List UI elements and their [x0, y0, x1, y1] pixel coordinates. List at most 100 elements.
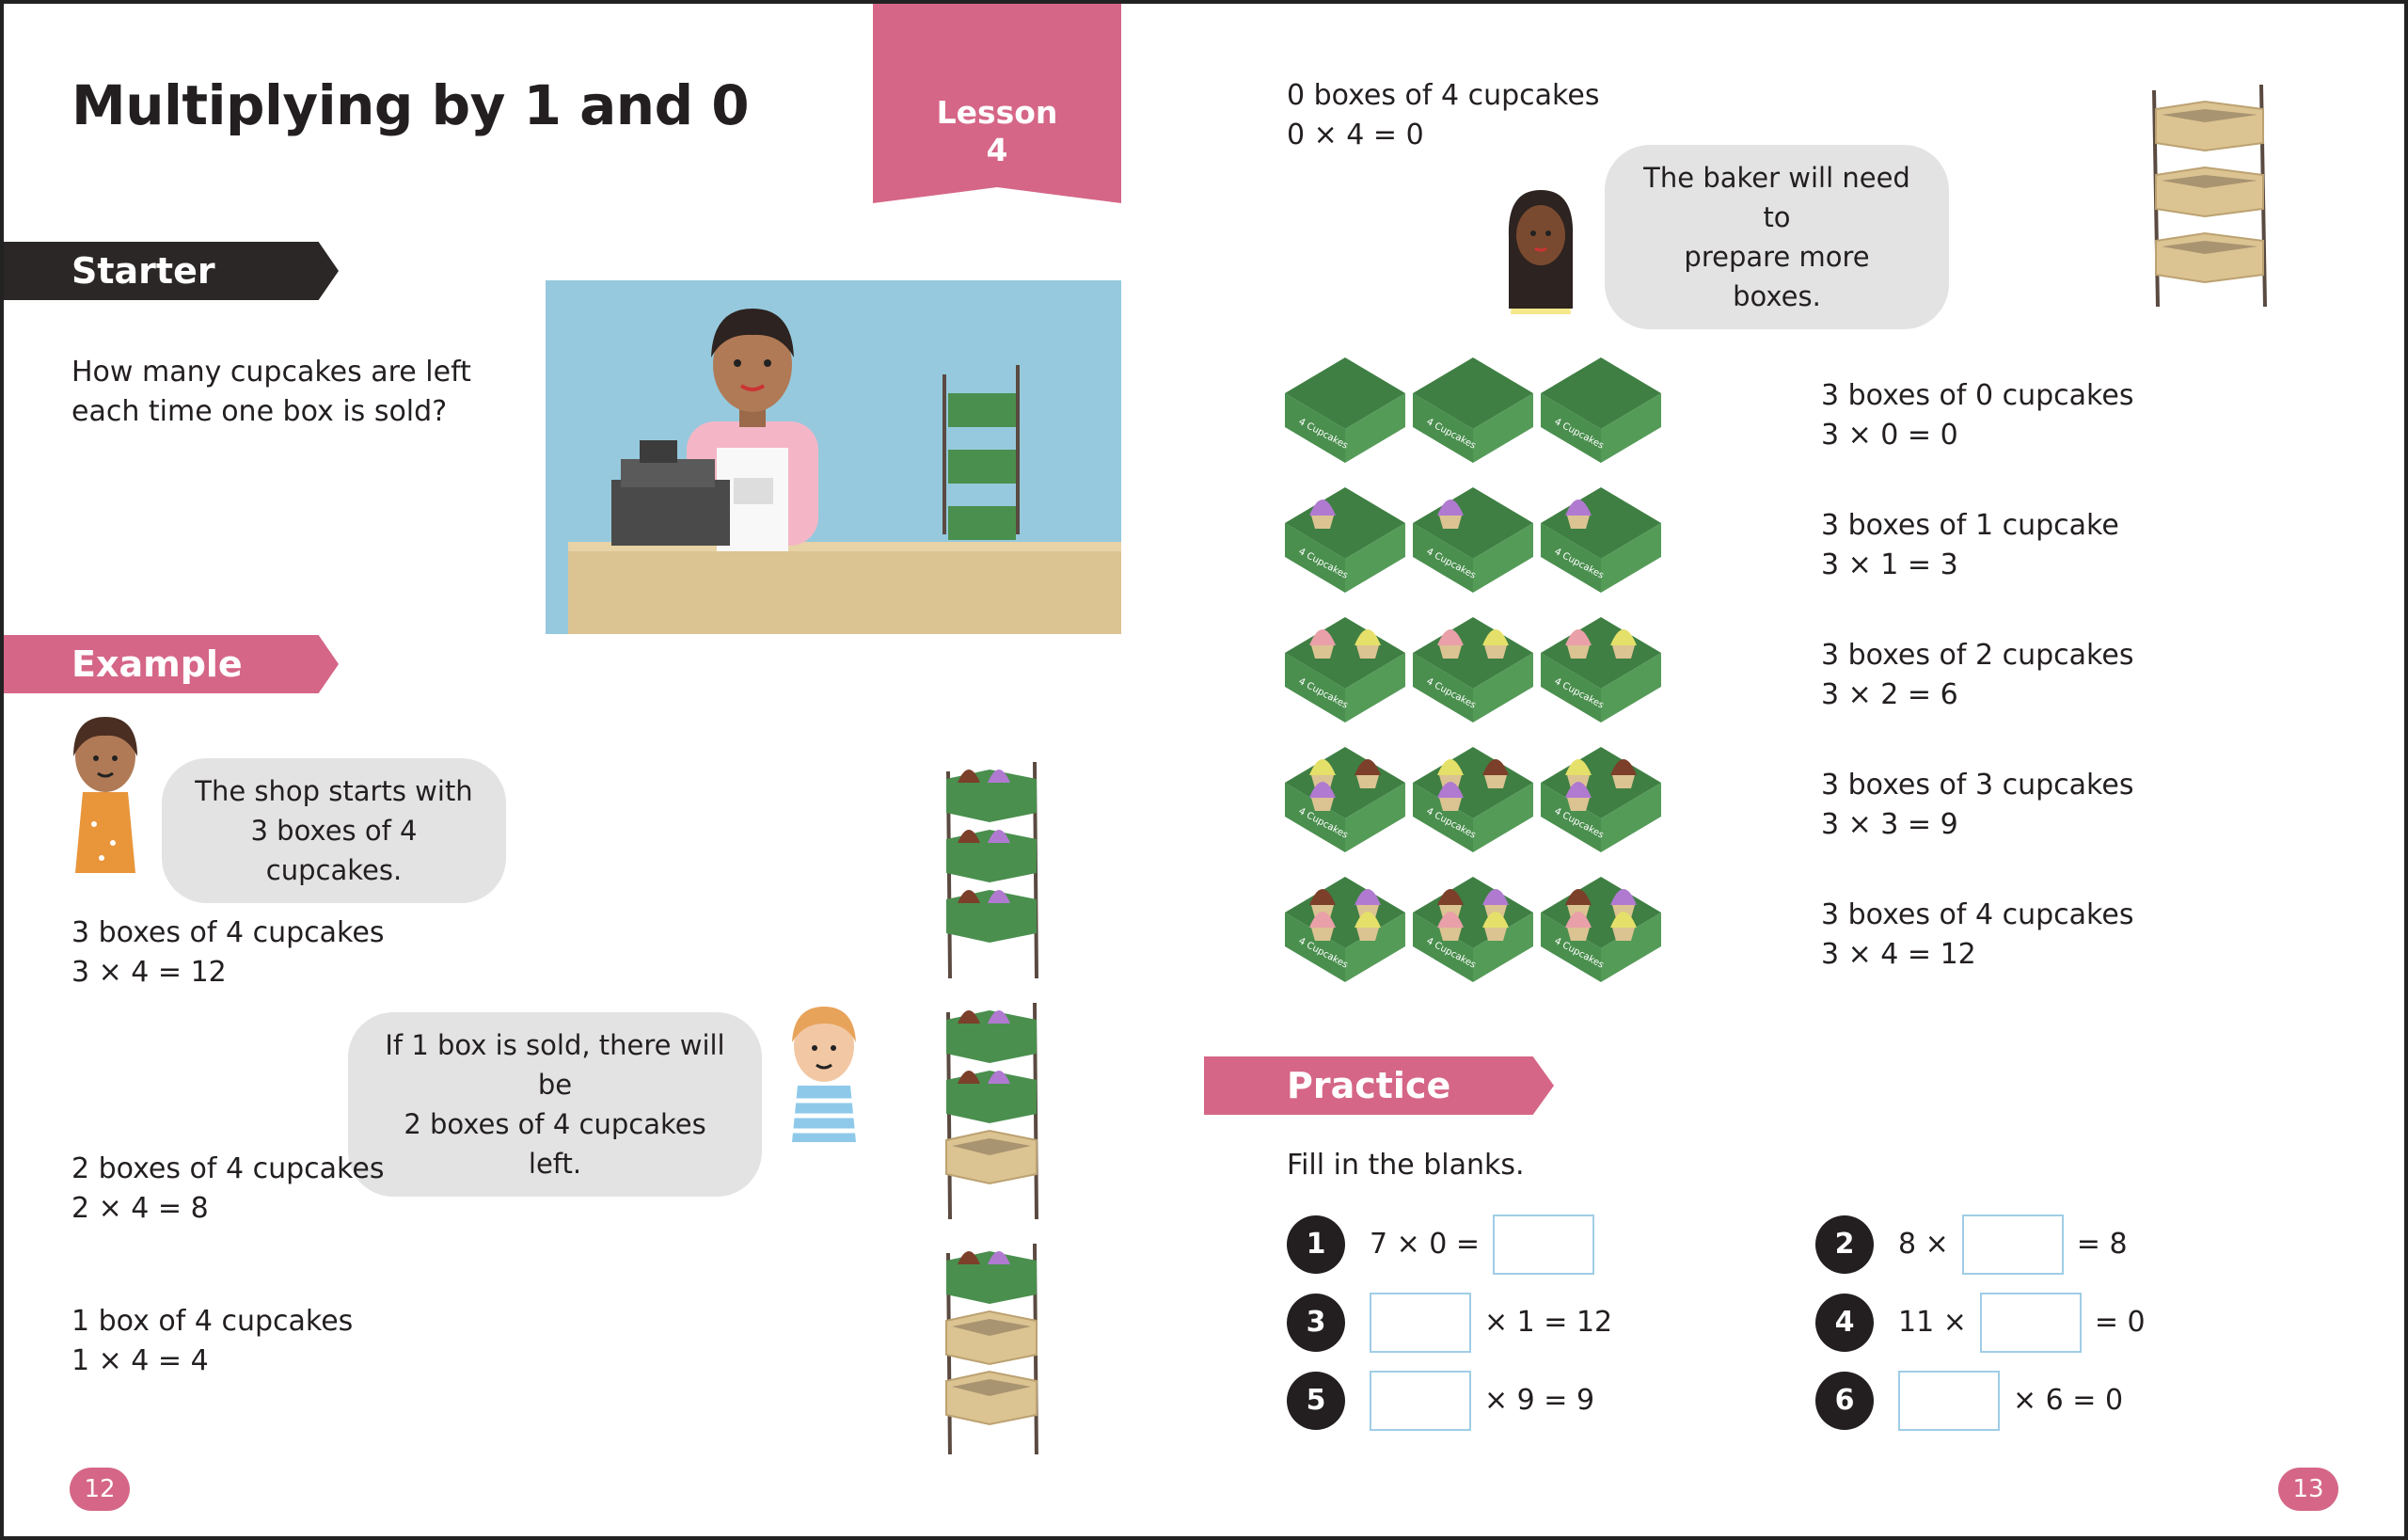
- girl-avatar: [73, 717, 137, 873]
- cupcake-box: 4 Cupcakes: [1541, 617, 1661, 722]
- question-text: 8 ×: [1898, 1228, 1949, 1261]
- lesson-label: Lesson: [936, 94, 1058, 131]
- cupcake-stand: [945, 1002, 1038, 1220]
- step-equation: 3 × 4 = 12: [71, 956, 227, 989]
- cupcake-stands-column: [945, 761, 1038, 1454]
- cupcake-box: 4 Cupcakes: [1285, 357, 1405, 463]
- practice-banner: Practice: [1204, 1056, 1554, 1115]
- bubble-line: 2 boxes of 4 cupcakes left.: [404, 1108, 706, 1180]
- cupcake-box: 4 Cupcakes: [1285, 487, 1405, 593]
- box-row-text: 3 boxes of 4 cupcakes 3 × 4 = 12: [1821, 896, 2133, 975]
- cupcake: [1482, 759, 1509, 788]
- lesson-number: 4: [986, 132, 1008, 168]
- practice-question-1: 1 7 × 0 =: [1287, 1215, 1595, 1275]
- step-equation: 2 × 4 = 8: [71, 1192, 209, 1225]
- practice-instruction: Fill in the blanks.: [1287, 1149, 1525, 1182]
- cupcake: [1565, 912, 1592, 941]
- row-text: 3 boxes of 4 cupcakes: [1821, 898, 2134, 931]
- question-number: 4: [1815, 1294, 1874, 1352]
- cupcake-box: 4 Cupcakes: [1285, 617, 1405, 722]
- row-equation: 3 × 1 = 3: [1821, 548, 1958, 581]
- row-equation: 3 × 3 = 9: [1821, 808, 1958, 841]
- question-text: 7 × 0 =: [1370, 1228, 1481, 1261]
- cupcake-stand: [946, 761, 1038, 979]
- cupcake: [1482, 912, 1509, 941]
- practice-heading: Practice: [1287, 1065, 1451, 1106]
- row-equation: 3 × 2 = 6: [1821, 678, 1958, 711]
- cupcake: [1354, 759, 1381, 788]
- cupcake: [1610, 759, 1637, 788]
- bubble-line: prepare more boxes.: [1684, 241, 1870, 312]
- step-text: 0 boxes of 4 cupcakes: [1287, 79, 1600, 112]
- boy-avatar: [792, 1007, 856, 1142]
- woman-avatar: [1508, 190, 1574, 314]
- cupcake-box: 4 Cupcakes: [1541, 877, 1661, 982]
- speech-bubble: The shop starts with 3 boxes of 4 cupcak…: [162, 758, 506, 903]
- practice-question-2: 2 8 × = 8: [1815, 1215, 2128, 1275]
- cupcake-box: 4 Cupcakes: [1413, 877, 1533, 982]
- step-text: 3 boxes of 4 cupcakes: [71, 916, 385, 949]
- question-text: × 6 = 0: [2013, 1384, 2124, 1417]
- starter-banner: Starter: [4, 242, 339, 300]
- practice-question-4: 4 11 × = 0: [1815, 1293, 2146, 1353]
- cupcake-box: 4 Cupcakes: [1541, 747, 1661, 852]
- cupcake: [1610, 629, 1637, 659]
- starter-question-line: How many cupcakes are left: [71, 356, 471, 389]
- row-equation: 3 × 4 = 12: [1821, 938, 1976, 971]
- row-text: 3 boxes of 3 cupcakes: [1821, 769, 2134, 802]
- question-text: = 8: [2076, 1228, 2128, 1261]
- cupcake-box: 4 Cupcakes: [1541, 487, 1661, 593]
- question-number: 2: [1815, 1215, 1874, 1274]
- row-text: 3 boxes of 1 cupcake: [1821, 509, 2119, 542]
- cupcake-box: 4 Cupcakes: [1285, 877, 1405, 982]
- cupcake: [1565, 500, 1592, 529]
- bubble-line: If 1 box is sold, there will be: [385, 1029, 725, 1101]
- example-banner: Example: [4, 635, 339, 693]
- example-heading: Example: [71, 643, 243, 685]
- box-row-text: 3 boxes of 3 cupcakes 3 × 3 = 9: [1821, 766, 2133, 845]
- example-step-2: 2 boxes of 4 cupcakes 2 × 4 = 8: [71, 1150, 384, 1229]
- bubble-line: The shop starts with: [195, 775, 473, 807]
- practice-question-6: 6 × 6 = 0: [1815, 1371, 2123, 1431]
- question-number: 6: [1815, 1372, 1874, 1430]
- box-row-text: 3 boxes of 1 cupcake 3 × 1 = 3: [1821, 506, 2119, 585]
- question-number: 5: [1287, 1372, 1345, 1430]
- cupcake: [1309, 629, 1336, 659]
- cupcake: [1482, 629, 1509, 659]
- answer-input[interactable]: [1493, 1215, 1595, 1275]
- cupcake: [1565, 782, 1592, 811]
- question-text: 11 ×: [1898, 1306, 1967, 1339]
- answer-input[interactable]: [1370, 1371, 1471, 1431]
- row-text: 3 boxes of 2 cupcakes: [1821, 639, 2134, 672]
- starter-question: How many cupcakes are left each time one…: [71, 353, 471, 432]
- question-text: × 9 = 9: [1484, 1384, 1595, 1417]
- cupcake: [1437, 782, 1464, 811]
- answer-input[interactable]: [1961, 1215, 2064, 1275]
- cupcake-box: 4 Cupcakes: [1413, 747, 1533, 852]
- answer-input[interactable]: [1370, 1293, 1471, 1353]
- row-text: 3 boxes of 0 cupcakes: [1821, 379, 2134, 412]
- bakery-shop-illustration: [546, 280, 1121, 634]
- page-number-right: 13: [2278, 1468, 2338, 1511]
- cupcake: [1354, 912, 1381, 941]
- answer-input[interactable]: [1898, 1371, 2000, 1431]
- bubble-line: The baker will need to: [1643, 162, 1910, 233]
- cupcake: [1437, 500, 1464, 529]
- zero-boxes-text: 0 boxes of 4 cupcakes 0 × 4 = 0: [1287, 76, 1599, 155]
- cupcake-box: 4 Cupcakes: [1413, 617, 1533, 722]
- example-step-3: 1 box of 4 cupcakes 1 × 4 = 4: [71, 1302, 353, 1381]
- cupcake: [1309, 782, 1336, 811]
- question-text: × 1 = 12: [1484, 1306, 1613, 1339]
- question-number: 3: [1287, 1294, 1345, 1352]
- step-text: 1 box of 4 cupcakes: [71, 1305, 354, 1338]
- speech-bubble: The baker will need to prepare more boxe…: [1605, 145, 1949, 329]
- question-number: 1: [1287, 1215, 1345, 1274]
- cupcake-box: 4 Cupcakes: [1413, 357, 1533, 463]
- lesson-badge: Lesson 4: [873, 4, 1121, 203]
- answer-input[interactable]: [1979, 1293, 2082, 1353]
- cupcake: [1354, 629, 1381, 659]
- cupcake: [1309, 912, 1336, 941]
- step-text: 2 boxes of 4 cupcakes: [71, 1152, 385, 1185]
